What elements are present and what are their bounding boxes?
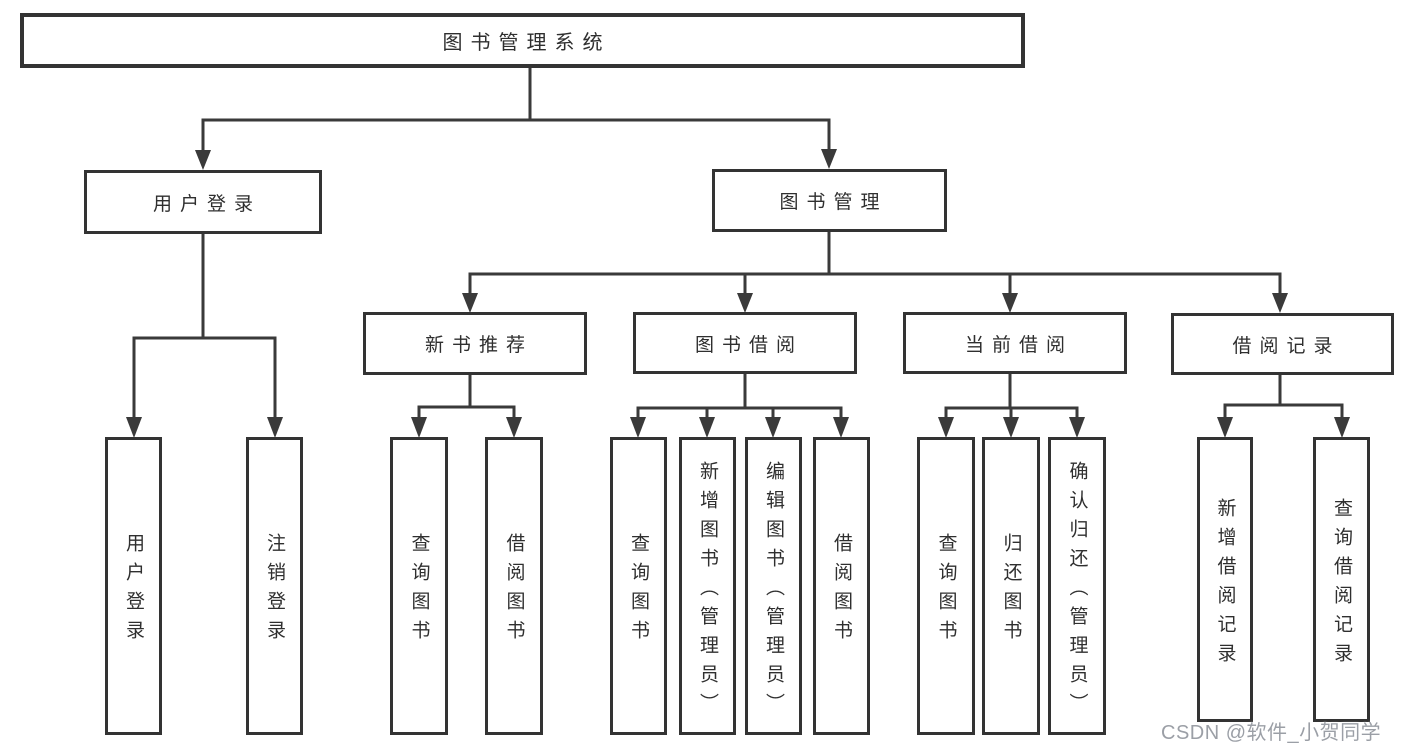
leaf-query-books-borrow: 查询图书 xyxy=(610,437,667,735)
connector-mgmt-to-level3 xyxy=(462,231,1288,313)
connector-borrow-to-leaves xyxy=(630,373,849,438)
leaf-query-books-borrow-label: 查询图书 xyxy=(628,533,649,649)
leaf-logout: 注销登录 xyxy=(246,437,303,735)
connector-root-to-level2 xyxy=(195,68,837,170)
node-borrow-records-label: 借阅记录 xyxy=(1232,335,1341,357)
leaf-query-books-recommend: 查询图书 xyxy=(390,437,448,735)
leaf-user-login-label: 用户登录 xyxy=(123,533,144,649)
node-book-borrow-label: 图书借阅 xyxy=(694,334,803,356)
leaf-query-books-recommend-label: 查询图书 xyxy=(408,533,430,649)
leaf-add-borrow-record-label: 新增借阅记录 xyxy=(1214,497,1236,672)
node-new-book-recommend: 新书推荐 xyxy=(363,312,587,375)
leaf-add-books-admin-label: 新增图书（管理员） xyxy=(697,460,718,722)
node-current-borrow-label: 当前借阅 xyxy=(964,334,1073,356)
leaf-query-borrow-record-label: 查询借阅记录 xyxy=(1331,497,1352,672)
leaf-query-books-current-label: 查询图书 xyxy=(935,533,957,649)
leaf-return-books-label: 归还图书 xyxy=(1000,533,1022,649)
node-root-system: 图书管理系统 xyxy=(20,13,1025,68)
leaf-borrow-books-recommend-label: 借阅图书 xyxy=(503,533,525,649)
leaf-return-books: 归还图书 xyxy=(982,437,1040,735)
connector-records-to-leaves xyxy=(1217,374,1350,438)
csdn-watermark: CSDN @软件_小贺同学 xyxy=(1161,722,1382,744)
node-root-label: 图书管理系统 xyxy=(442,32,611,54)
node-book-borrow: 图书借阅 xyxy=(633,312,857,374)
node-current-borrow: 当前借阅 xyxy=(903,312,1127,374)
leaf-logout-label: 注销登录 xyxy=(264,533,285,649)
leaf-edit-books-admin-label: 编辑图书（管理员） xyxy=(763,460,784,722)
leaf-user-login: 用户登录 xyxy=(105,437,162,735)
leaf-add-books-admin: 新增图书（管理员） xyxy=(679,437,736,735)
leaf-borrow-books-recommend: 借阅图书 xyxy=(485,437,543,735)
leaf-confirm-return-admin-label: 确认归还（管理员） xyxy=(1066,460,1088,722)
node-borrow-records: 借阅记录 xyxy=(1171,313,1394,375)
leaf-confirm-return-admin: 确认归还（管理员） xyxy=(1048,437,1106,735)
node-user-login-label: 用户登录 xyxy=(152,193,261,215)
node-book-management-label: 图书管理 xyxy=(779,192,888,213)
leaf-query-books-current: 查询图书 xyxy=(917,437,975,735)
node-new-book-recommend-label: 新书推荐 xyxy=(424,335,533,356)
leaf-borrow-books-label: 借阅图书 xyxy=(831,533,852,649)
connector-login-to-leaves xyxy=(126,233,283,438)
leaf-query-borrow-record: 查询借阅记录 xyxy=(1313,437,1370,722)
connector-recommend-to-leaves xyxy=(411,374,522,438)
node-user-login: 用户登录 xyxy=(84,170,322,234)
leaf-add-borrow-record: 新增借阅记录 xyxy=(1197,437,1253,722)
leaf-borrow-books: 借阅图书 xyxy=(813,437,870,735)
connector-current-to-leaves xyxy=(938,373,1085,438)
node-book-management: 图书管理 xyxy=(712,169,947,232)
leaf-edit-books-admin: 编辑图书（管理员） xyxy=(745,437,802,735)
